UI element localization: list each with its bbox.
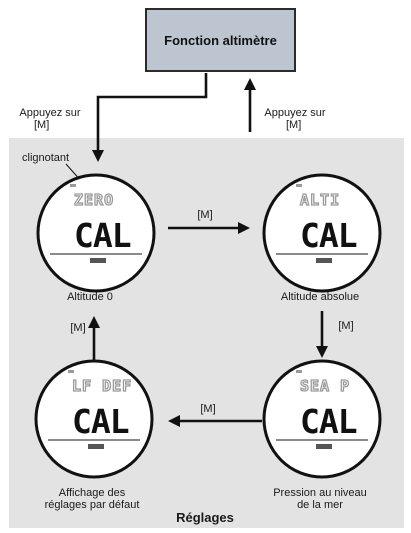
lcd-bottom-mark [316, 444, 332, 449]
lcd-bottom-mark [316, 258, 332, 263]
lcd-main-text: CAL [72, 402, 129, 441]
arrowhead-into-zero-from-below [88, 316, 100, 328]
press-label-left-line1: Appuyez sur [19, 107, 81, 119]
caption-zero-line1: Altitude 0 [67, 291, 113, 303]
arrowhead-into-altitude [238, 222, 250, 234]
press-label-right-line1: Appuyez sur [264, 107, 326, 119]
watch-bezel [262, 173, 382, 293]
arrowhead-into-top [244, 78, 256, 90]
lcd-main-text: CAL [74, 216, 131, 255]
arrow-label-sea-to-default: [M] [200, 403, 216, 415]
watch-bezel [34, 359, 154, 479]
lcd-main-text: CAL [300, 402, 357, 441]
watch-display-default: LF DEF CAL [34, 359, 154, 479]
caption-default-line2: réglages par défaut [44, 499, 140, 511]
lcd-bottom-mark [88, 444, 104, 449]
watch-display-sea: SEA P CAL [262, 359, 382, 479]
caption-altitude: Altitude absolue [255, 291, 385, 303]
lcd-main-text: CAL [300, 216, 357, 255]
panel-title: Réglages [176, 510, 234, 525]
caption-altitude-line1: Altitude absolue [280, 291, 360, 303]
segment-indicator [68, 370, 74, 373]
lcd-top-text: ZERO [74, 191, 114, 209]
arrow-label-zero-to-altitude: [M] [197, 209, 213, 221]
caption-zero: Altitude 0 [25, 291, 155, 303]
lcd-top-text: LF DEF [72, 377, 132, 395]
altimeter-function-box: Fonction altimètre [145, 8, 296, 72]
blinking-label: clignotant [22, 152, 70, 164]
lcd-top-text: ALTI [300, 191, 340, 209]
watch-bezel [262, 359, 382, 479]
press-label-right: Appuyez sur [M] [250, 107, 340, 131]
segment-indicator [296, 184, 302, 187]
altimeter-function-label: Fonction altimètre [164, 32, 277, 48]
caption-default: Affichage des réglages par défaut [22, 487, 162, 511]
lcd-bottom-mark [90, 258, 106, 263]
arrowhead-into-sea [316, 346, 328, 358]
arrowhead-into-default [168, 415, 180, 427]
arrowhead-into-zero [92, 150, 104, 162]
watch-display-altitude: ALTI CAL [262, 173, 382, 293]
arrow-label-default-to-zero: [M] [70, 322, 86, 334]
watch-display-zero: ZERO CAL [36, 173, 156, 293]
caption-sea: Pression au niveau de la mer [250, 487, 390, 511]
press-label-left-line2: [M] [34, 119, 50, 131]
connector-top-to-zero [96, 73, 208, 152]
segment-indicator [296, 370, 302, 373]
lcd-top-text: SEA P [300, 377, 350, 395]
arrow-label-altitude-to-sea: [M] [338, 320, 354, 332]
press-label-right-line2: [M] [286, 119, 302, 131]
watch-bezel [36, 173, 156, 293]
caption-default-line1: Affichage des [58, 487, 126, 499]
caption-sea-line2: de la mer [297, 499, 343, 511]
caption-sea-line1: Pression au niveau [273, 487, 367, 499]
segment-indicator [70, 184, 76, 187]
press-label-left: Appuyez sur [M] [2, 107, 98, 131]
